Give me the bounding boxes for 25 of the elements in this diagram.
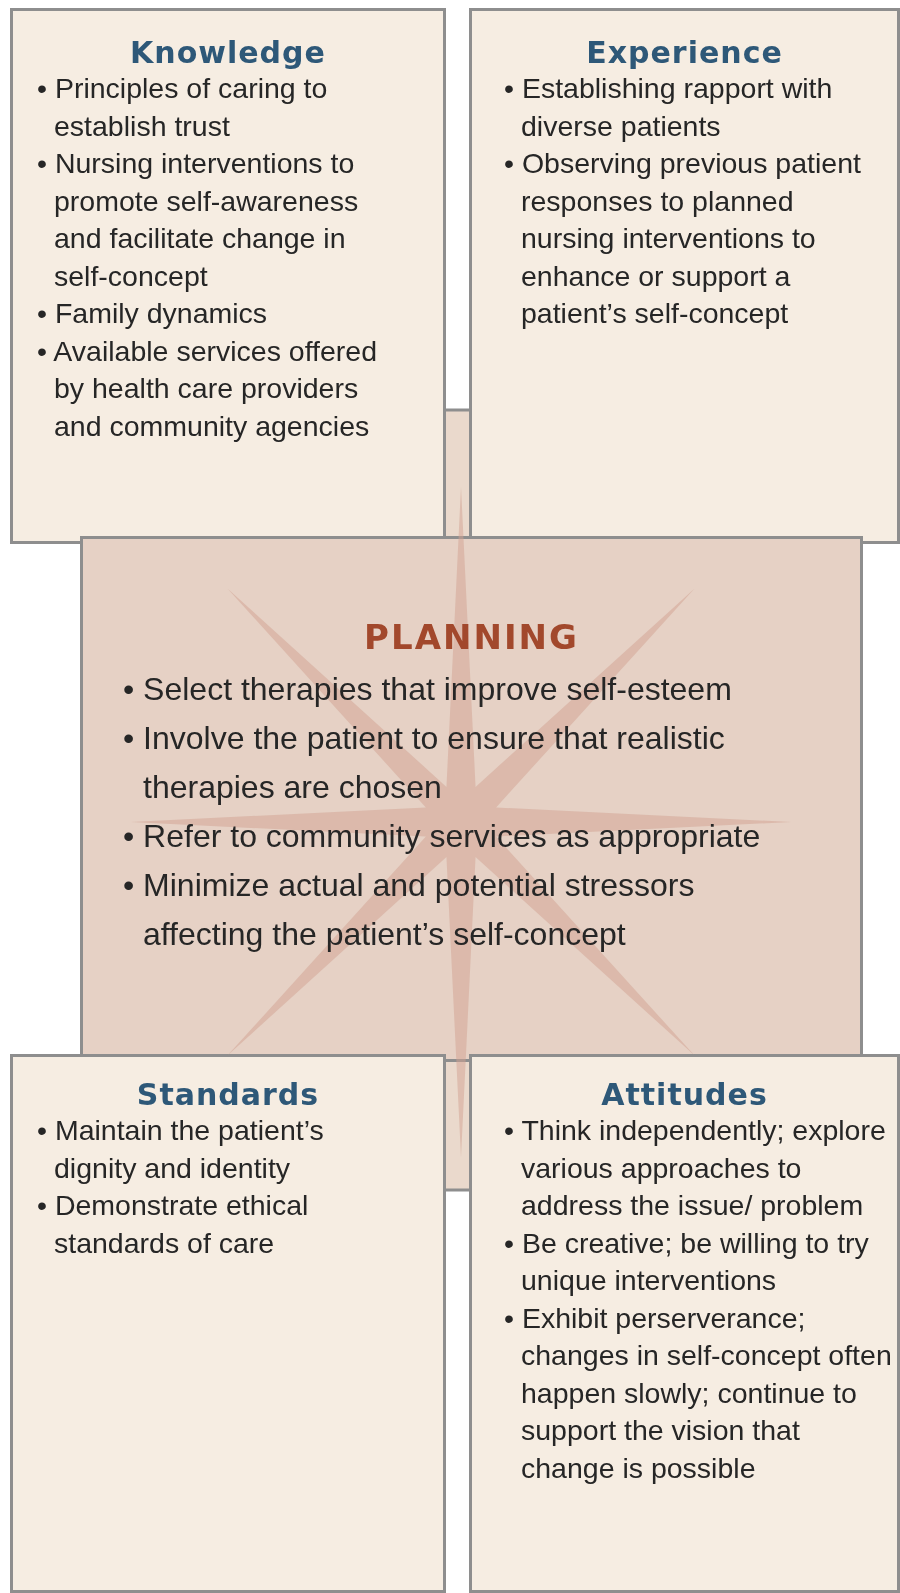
bullet-item: • Minimize actual and potential stressors affecting the patient’s self-concept: [123, 866, 696, 954]
panel-heading: PLANNING: [364, 617, 579, 657]
category-panel: [10, 8, 446, 544]
bullet-item: • Demonstrate ethical standards of care: [37, 1188, 310, 1261]
bullet-item: • Involve the patient to ensure that realistic therapies are chosen: [123, 719, 726, 807]
bullet-item: • Family dynamics: [37, 296, 269, 331]
bullet-item: • Nursing interventions to promote self-awareness and facilitate change in self-concept: [37, 146, 360, 294]
planning-panel: [80, 536, 863, 1062]
panel-heading: Experience: [586, 35, 783, 70]
bullet-item: • Exhibit perserverance; changes in self-concept often happen slowly; continue to support the vision that change is possible: [504, 1300, 893, 1486]
category-panel: [10, 1054, 446, 1593]
panel-heading: Attitudes: [601, 1077, 768, 1112]
bullet-item: • Be creative; be willing to try unique interventions: [504, 1225, 870, 1298]
panel-heading: Knowledge: [130, 35, 326, 70]
bullet-item: • Refer to community services as appropriate: [123, 817, 762, 856]
bullet-item: • Establishing rapport with diverse patients: [504, 71, 834, 144]
panel-heading: Standards: [136, 1077, 320, 1112]
bullet-item: • Maintain the patient’s dignity and identity: [37, 1113, 325, 1186]
bullet-item: • Available services offered by health care providers and community agencies: [37, 333, 379, 444]
category-panel: [469, 1054, 900, 1593]
bullet-item: • Think independently; explore various approaches to address the issue/ problem: [504, 1113, 887, 1223]
bullet-item: • Select therapies that improve self-esteem: [123, 670, 733, 709]
bullet-item: • Principles of caring to establish trust: [37, 71, 329, 144]
bullet-item: • Observing previous patient responses to planned nursing interventions to enhance or support a patient’s self-concept: [504, 146, 862, 331]
category-panel: [469, 8, 900, 544]
